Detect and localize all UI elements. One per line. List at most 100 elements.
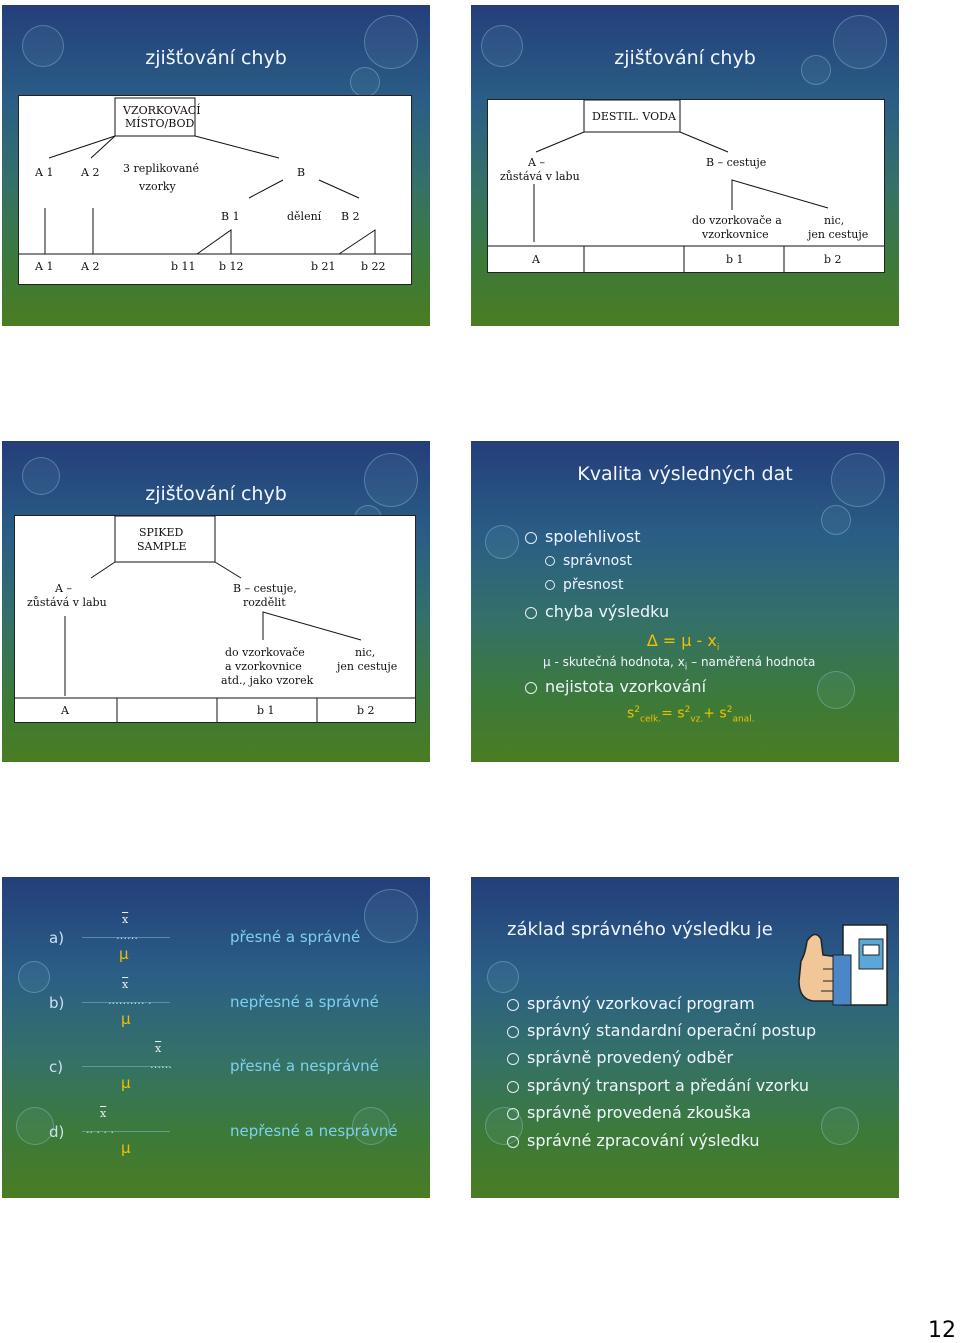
diagram-bottom-0: A (531, 253, 541, 266)
slide-title: základ správného výsledku je (507, 919, 773, 940)
diagram-bottom-1: A 2 (80, 260, 99, 273)
diagram-replikovane-1: 3 replikované (123, 162, 199, 175)
row-letter: c) (49, 1058, 64, 1076)
list-item: správné zpracování výsledku (507, 1131, 760, 1150)
diagram: SPIKED SAMPLE A – zůstává v labu B – ces… (14, 515, 416, 723)
diagram-root-line1: SPIKED (139, 526, 184, 539)
diagram-bottom-5: b 22 (361, 260, 386, 273)
diagram: DESTIL. VODA A – zůstává v labu B – cest… (487, 99, 885, 273)
dots-mark: .. . . . (86, 1123, 114, 1136)
diagram-b1-line3: atd., jako vzorek (221, 674, 314, 687)
mu-mark: μ (121, 1010, 131, 1028)
mu-mark: μ (121, 1139, 131, 1157)
bullet-ring-icon (507, 1025, 519, 1038)
diagram-a-line2: zůstává v labu (27, 596, 107, 609)
diagram-replikovane-2: vzorky (138, 180, 177, 193)
page-number: 12 (928, 1318, 956, 1343)
bullet-spolehlivost: spolehlivost (525, 527, 640, 546)
diagram-bottom-1: b 1 (257, 704, 275, 717)
diagram-b2: B 2 (341, 210, 360, 223)
diagram-bottom-2: b 11 (171, 260, 196, 273)
slide-4: Kvalita výsledných dat spolehlivost sprá… (471, 441, 899, 762)
axis-line (82, 1002, 170, 1003)
slide-title: zjišťování chyb (145, 47, 287, 69)
bullet-ring-icon (525, 531, 537, 544)
formula-delta: ∆ = μ - xi (647, 631, 720, 654)
row-label: nepřesné a nesprávné (230, 1122, 398, 1140)
bullet-ring-icon (507, 1052, 519, 1065)
formula-legend: μ - skutečná hodnota, xi – naměřená hodn… (543, 655, 816, 673)
bullet-ring-icon (525, 606, 537, 619)
diagram-a-line1: A – (54, 582, 72, 595)
bullet-presnost: přesnost (545, 577, 623, 593)
mu-mark: μ (121, 1074, 131, 1092)
diagram-bottom-1: b 1 (726, 253, 744, 266)
diagram-bottom-3: b 12 (219, 260, 244, 273)
diagram-b1-line1: do vzorkovače a (692, 214, 782, 227)
slide-5: a) x …… μ přesné a správné b) x .……… . μ… (2, 877, 430, 1198)
diagram-b: B (297, 166, 305, 179)
diagram-b-line2: rozdělit (243, 596, 286, 609)
list-item: správný transport a předání vzorku (507, 1076, 809, 1095)
diagram-bottom-0: A 1 (34, 260, 53, 273)
axis-line (82, 937, 170, 938)
list-item: správně provedená zkouška (507, 1103, 751, 1122)
diagram-b2-line1: nic, (824, 214, 844, 227)
slide-title: Kvalita výsledných dat (577, 463, 793, 485)
axis-line (82, 1066, 170, 1067)
diagram-b-line1: B – cestuje, (233, 582, 297, 595)
diagram-b1-line1: do vzorkovače (225, 646, 305, 659)
slide-6: základ správného výsledku je správný vzo… (471, 877, 899, 1198)
diagram-bottom-0: A (60, 704, 70, 717)
diagram-deleni: dělení (287, 210, 322, 223)
bullet-spravnost: správnost (545, 553, 632, 569)
list-item: správný vzorkovací program (507, 994, 755, 1013)
xbar-mark: x (122, 913, 129, 926)
slide-title: zjišťování chyb (614, 47, 756, 69)
bullet-nejistota: nejistota vzorkování (525, 677, 706, 696)
diagram-b2-line2: jen cestuje (806, 228, 868, 241)
bullet-ring-icon (507, 1135, 519, 1148)
diagram-a2: A 2 (80, 166, 99, 179)
diagram-root-line1: VZORKOVACÍ (122, 103, 201, 117)
slide-1: zjišťování chyb VZORKOVACÍ MÍSTO/BOD A 1… (2, 5, 430, 326)
bullet-chyba: chyba výsledku (525, 602, 669, 621)
diagram-b1: B 1 (221, 210, 240, 223)
xbar-mark: x (100, 1107, 107, 1120)
diagram-a-line1: A – (527, 156, 545, 169)
diagram-a-line2: zůstává v labu (500, 170, 580, 183)
row-letter: b) (49, 994, 65, 1012)
diagram-bottom-4: b 21 (311, 260, 336, 273)
slide-2: zjišťování chyb DESTIL. VODA A – zůstává… (471, 5, 899, 326)
row-label: přesné a správné (230, 928, 361, 946)
diagram-root-line2: MÍSTO/BOD (125, 116, 195, 130)
diagram: VZORKOVACÍ MÍSTO/BOD A 1 A 2 3 replikova… (18, 95, 412, 285)
bullet-ring-icon (525, 681, 537, 694)
bullet-ring-icon (507, 998, 519, 1011)
bullet-ring-icon (545, 556, 555, 566)
dots-mark: …… (116, 929, 138, 942)
diagram-b1-line2: a vzorkovnice (225, 660, 302, 673)
thumbs-up-icon (793, 921, 889, 1009)
diagram-b: B – cestuje (706, 156, 766, 169)
row-letter: d) (49, 1123, 65, 1141)
slide-3: zjišťování chyb SPIKED SAMPLE A – zůstáv… (2, 441, 430, 762)
slide-title: zjišťování chyb (145, 483, 287, 505)
row-letter: a) (49, 929, 65, 947)
formula-variance: s2celk.= s2vz.+ s2anal. (627, 705, 755, 725)
diagram-bottom-2: b 2 (357, 704, 375, 717)
dots-mark: .……… . (108, 994, 152, 1007)
xbar-mark: x (122, 978, 129, 991)
bullet-ring-icon (507, 1107, 519, 1120)
xbar-mark: x (155, 1042, 162, 1055)
axis-line (82, 1131, 170, 1132)
diagram-b2-line2: jen cestuje (335, 660, 397, 673)
diagram-b1-line2: vzorkovnice (701, 228, 769, 241)
diagram-b2-line1: nic, (355, 646, 375, 659)
list-item: správný standardní operační postup (507, 1021, 816, 1040)
diagram-a1: A 1 (34, 166, 53, 179)
list-item: správně provedený odběr (507, 1048, 733, 1067)
row-label: nepřesné a správné (230, 993, 379, 1011)
row-label: přesné a nesprávné (230, 1057, 379, 1075)
diagram-bottom-2: b 2 (824, 253, 842, 266)
